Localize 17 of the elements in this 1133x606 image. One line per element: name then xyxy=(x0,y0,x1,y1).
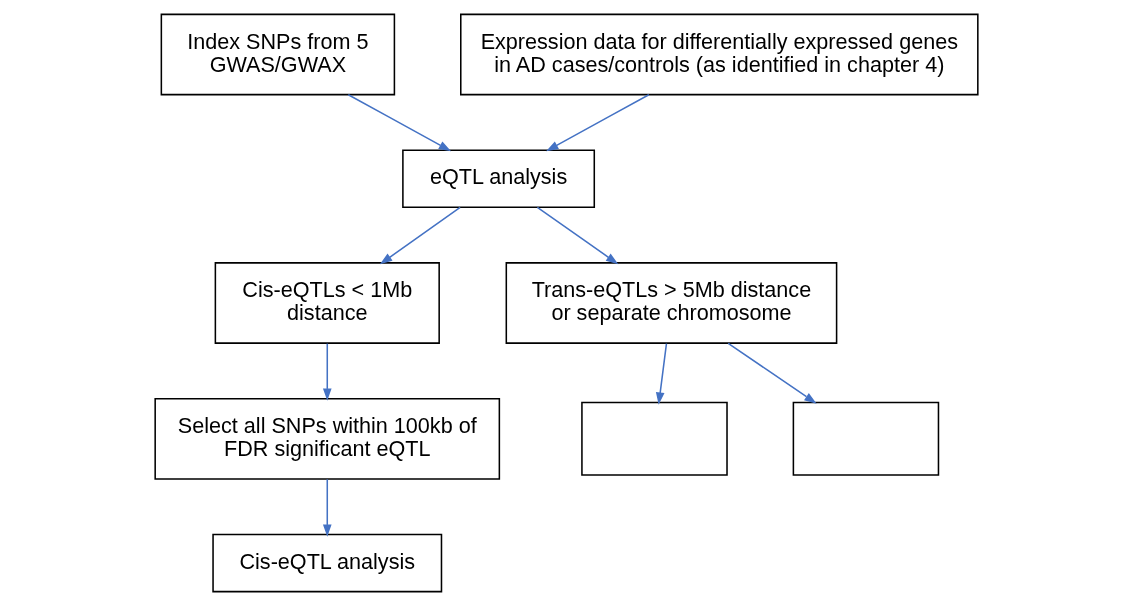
arrow xyxy=(536,206,619,265)
node-box: Index SNPs from 5 GWAS/GWAX xyxy=(160,13,396,96)
node-box: Cis-eQTL analysis xyxy=(212,533,443,593)
node-box: Cis-eQTLs < 1Mb distance xyxy=(214,262,440,344)
arrow xyxy=(655,342,668,405)
node-box xyxy=(792,401,940,476)
arrow xyxy=(322,478,332,537)
node-box: eQTL analysis xyxy=(402,149,596,209)
arrow xyxy=(322,342,332,401)
arrow xyxy=(546,93,650,152)
arrow xyxy=(347,93,452,152)
node-box: Trans-eQTLs > 5Mb distance or separate chromosome xyxy=(505,262,838,344)
arrow xyxy=(727,342,817,404)
node-box xyxy=(581,401,728,476)
arrow xyxy=(379,206,461,265)
node-box: Select all SNPs within 100kb of FDR significant eQTL xyxy=(154,397,501,480)
node-box: Expression data for differentially expressed genes in AD cases/controls (as identified in chapter 4) xyxy=(460,13,979,96)
